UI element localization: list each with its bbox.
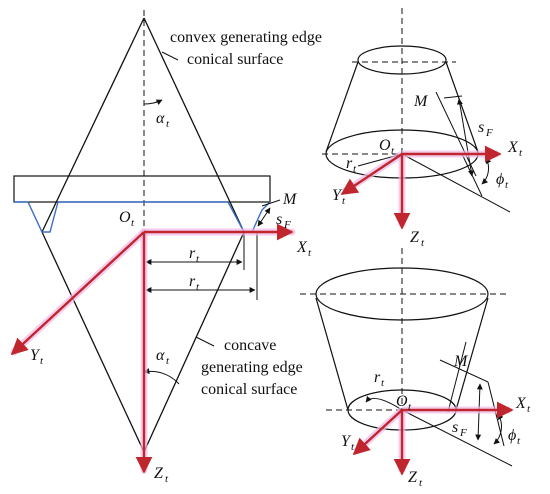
tr-sf-dimension (456, 98, 475, 177)
convex-cone-right-edge (143, 17, 245, 233)
tr-yt-sub: t (342, 195, 346, 207)
rt-2-symbol: r (189, 273, 196, 290)
concave-cone-right-edge (143, 231, 245, 453)
concave-label-line2: generating edge (201, 359, 303, 376)
br-sf-symbol: s (452, 419, 458, 436)
br-yt-axis (352, 409, 403, 456)
tr-zt-label: Z (410, 229, 420, 246)
alpha-bottom-sub: t (166, 355, 170, 367)
concave-cone-left-edge (41, 231, 145, 453)
br-m-tick (439, 359, 489, 383)
tr-phi-sub: t (505, 179, 509, 191)
br-origin-sub: t (408, 401, 412, 413)
br-phi-line-1 (401, 409, 513, 467)
br-side-left (315, 297, 349, 411)
m-point-label: M (282, 191, 298, 208)
br-phi-line-2 (487, 381, 505, 447)
tr-sf-sub: F (485, 127, 493, 139)
tool-body (13, 175, 271, 203)
top-right-figure: M s F O t r t X t Y t Z t ϕ t (322, 8, 523, 249)
sf-symbol: s (276, 211, 282, 228)
br-rt-symbol: r (374, 369, 381, 386)
convex-cone-left-edge (41, 17, 145, 233)
rt-1-symbol: r (189, 245, 196, 262)
tr-side-left (325, 61, 359, 153)
sf-leader (261, 199, 281, 207)
left-figure: convex generating edge conical surface c… (10, 10, 322, 485)
xt-label: X (296, 239, 308, 256)
tr-yt-label: Y (332, 187, 343, 204)
yt-label: Y (30, 347, 41, 364)
rt-2-sub: t (196, 281, 200, 293)
tr-m-tick (443, 95, 463, 99)
tr-sf-symbol: s (478, 119, 484, 136)
br-zt-label: Z (408, 469, 418, 486)
br-phi-arc (493, 413, 504, 445)
br-xt-sub: t (527, 403, 531, 415)
br-generator-m (447, 341, 467, 413)
concave-label-line1: concave (224, 337, 276, 354)
tr-phi-line-2 (461, 153, 483, 197)
tr-rt-symbol: r (346, 155, 353, 172)
tr-origin: O (379, 137, 391, 154)
br-rt-arc (365, 395, 403, 411)
origin-sub: t (131, 217, 135, 229)
br-origin: O (396, 393, 408, 410)
tr-top-ellipse (357, 45, 447, 75)
br-sf-sub: F (459, 427, 467, 439)
alpha-arc-bottom (143, 368, 180, 385)
tr-m-label: M (413, 93, 429, 110)
tr-xt-sub: t (519, 147, 523, 159)
br-yt-sub: t (351, 441, 355, 453)
bottom-right-figure: M r t O t s F X t Y t Z t ϕ t (300, 248, 531, 489)
yt-sub: t (40, 355, 44, 367)
tr-rt-sub: t (353, 163, 357, 175)
concave-label-leader (195, 336, 215, 347)
br-side-right (455, 297, 489, 411)
tr-phi-line-1 (401, 153, 511, 213)
alpha-top-sub: t (166, 118, 170, 130)
br-yt-label: Y (341, 433, 352, 450)
convex-label-line2: conical surface (187, 51, 283, 68)
groove-left (14, 201, 59, 233)
sf-sub: F (283, 219, 291, 231)
convex-label-leader (161, 51, 179, 61)
zt-sub: t (165, 473, 169, 485)
tr-yt-axis (340, 153, 403, 195)
tr-origin-sub: t (391, 145, 395, 157)
sf-dimension (257, 207, 271, 227)
br-m-label: M (453, 353, 469, 370)
br-phi-sub: t (517, 435, 521, 447)
alpha-top-symbol: α (156, 110, 165, 127)
concave-label-line3: conical surface (201, 381, 297, 398)
convex-label-line1: convex generating edge (170, 29, 322, 46)
br-xt-label: X (515, 395, 527, 412)
br-top-ellipse (315, 267, 489, 321)
rt-1-sub: t (196, 253, 200, 265)
origin-symbol: O (119, 209, 131, 226)
br-rt-sub: t (381, 377, 385, 389)
alpha-arc-top (143, 99, 163, 106)
zt-label: Z (154, 465, 164, 482)
tr-xt-label: X (507, 139, 519, 156)
tr-side-right (445, 61, 479, 153)
tr-zt-sub: t (421, 237, 425, 249)
br-phi-symbol: ϕ (508, 427, 516, 444)
yt-axis (10, 231, 145, 356)
tr-phi-arc (481, 157, 492, 185)
xt-sub: t (308, 247, 312, 259)
tr-phi-symbol: ϕ (496, 171, 504, 188)
alpha-bottom-symbol: α (156, 347, 165, 364)
br-zt-sub: t (419, 477, 423, 489)
